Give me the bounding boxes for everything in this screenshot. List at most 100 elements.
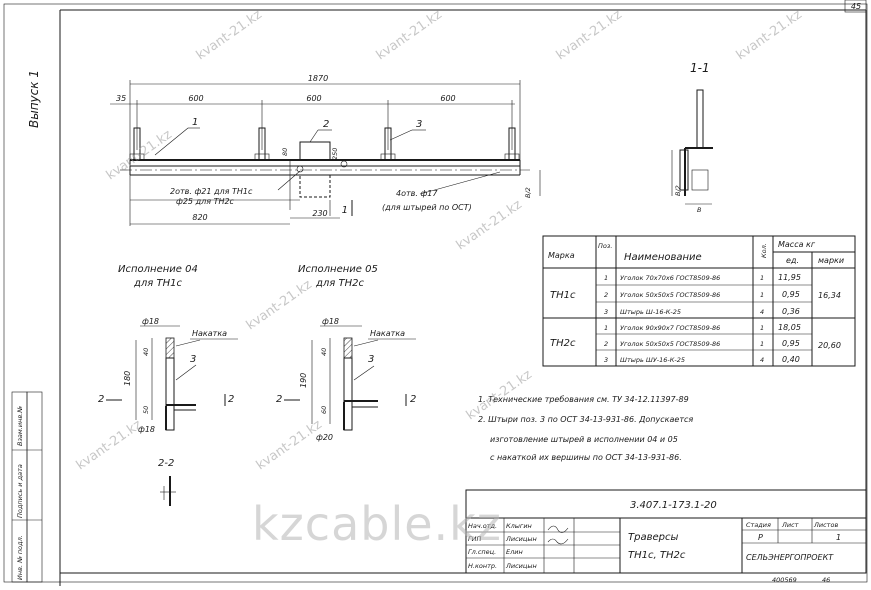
variant-05-knurl: Накатка [370, 329, 405, 338]
stamp-replace-label: Взам.инв.№ [16, 406, 24, 446]
variant-04-dia-bottom: ф18 [138, 425, 155, 434]
th-pos: Поз. [598, 242, 612, 250]
watermark-small: kvant-21.kz [554, 7, 625, 63]
cell-name: Уголок 50х50х5 ГОСТ8509-86 [620, 340, 720, 348]
note-1: 1. Технические требования см. ТУ 34-12.1… [478, 395, 689, 404]
cell-pos: 1 [604, 324, 608, 332]
watermark-big: kzcable.kz [252, 497, 502, 551]
sheets-value: 1 [836, 533, 841, 542]
role-control: Н.контр. [468, 562, 497, 570]
watermark-small: kvant-21.kz [374, 7, 445, 63]
variant-05-callout: 3 [368, 354, 374, 365]
variant-04: Исполнение 04 для ТН1с ф18 Накатка 40 18… [98, 264, 238, 434]
role-gip: ГИП [468, 535, 481, 543]
cell-qty: 4 [760, 308, 764, 316]
watermark-small: kvant-21.kz [254, 417, 325, 473]
note-4: с накаткой их вершины по ОСТ 34-13-931-8… [490, 453, 682, 462]
signature-2 [547, 538, 569, 545]
dim-80: 80 [281, 148, 289, 156]
title-line-2: ТН1с, ТН2с [628, 550, 686, 561]
cell-qty: 1 [760, 291, 764, 299]
side-stamp: Взам.инв.№ Подпись и дата Инв. № подл. [11, 391, 43, 583]
sheets-label: Листов [813, 521, 838, 529]
variant-04-dim-50: 50 [142, 406, 150, 414]
variant-04-title: Исполнение 04 [118, 264, 198, 275]
cell-unit: 18,05 [778, 323, 801, 332]
variant-04-section-right: 2 [228, 394, 234, 405]
cell-qty: 1 [760, 274, 764, 282]
group-total: 16,34 [818, 291, 841, 300]
page-number: 45 [851, 2, 861, 11]
variant-05-subtitle: для ТН2с [315, 278, 364, 289]
th-name: Наименование [624, 252, 702, 263]
outer-frame [3, 3, 868, 583]
cell-unit: 11,95 [778, 273, 801, 282]
callout-3: 3 [416, 119, 422, 130]
variant-04-dim-40: 40 [142, 348, 150, 356]
dim-left-offset: 35 [116, 94, 126, 103]
signature-1 [547, 525, 569, 533]
watermark-small: kvant-21.kz [194, 7, 265, 63]
bottom-page: 46 [822, 576, 830, 584]
cell-unit: 0,95 [782, 290, 800, 299]
role-chief: Гл.спец. [468, 548, 496, 556]
cell-name: Уголок 50х50х5 ГОСТ8509-86 [620, 291, 720, 299]
variant-05-dia-bottom: ф20 [316, 433, 333, 442]
section-2-2: 2-2 [158, 458, 176, 506]
section-mark-left: 1 [342, 205, 348, 216]
sheet-label: Лист [781, 521, 799, 529]
variant-05-section-right: 2 [410, 394, 416, 405]
note-3: изготовление штырей в исполнении 04 и 05 [490, 435, 678, 444]
cell-unit: 0,40 [782, 355, 800, 364]
variant-05: Исполнение 05 для ТН2с ф18 Накатка 40 19… [276, 264, 416, 442]
stage-value: Р [758, 533, 763, 542]
dim-spacing-2: 600 [306, 94, 321, 103]
cell-pos: 1 [604, 274, 608, 282]
watermark-small: kvant-21.kz [734, 7, 805, 63]
dim-spacing-1: 600 [188, 94, 203, 103]
variant-05-dim-190: 190 [299, 373, 308, 388]
variant-05-dia-top: ф18 [322, 317, 339, 326]
doc-code: 3.407.1-173.1-20 [630, 500, 717, 511]
group-mark: ТН2с [550, 338, 576, 349]
section-1-1: 1-1 В/2 В [671, 61, 713, 214]
stage-label: Стадия [746, 521, 771, 529]
title-line-1: Траверсы [628, 532, 678, 543]
watermark-small: kvant-21.kz [244, 277, 315, 333]
pins [129, 127, 520, 161]
dim-820: 820 [192, 213, 207, 222]
watermark-small: kvant-21.kz [74, 417, 145, 473]
dim-230: 230 [312, 209, 327, 218]
cell-pos: 2 [604, 291, 608, 299]
variant-05-title: Исполнение 05 [298, 264, 378, 275]
organization: СЕЛЬЭНЕРГОПРОЕКТ [746, 553, 834, 562]
cell-unit: 0,95 [782, 339, 800, 348]
bottom-code: 400569 [772, 576, 797, 584]
name-head: Клыгин [506, 522, 532, 530]
variant-04-knurl: Накатка [192, 329, 227, 338]
variant-04-dim-180: 180 [123, 371, 132, 386]
dim-250: 250 [331, 148, 339, 160]
th-qty: Кол. [760, 243, 768, 258]
hole-note-2: ф25 для ТН2с [176, 197, 235, 206]
callout-1: 1 [192, 117, 198, 128]
variant-04-callout: 3 [190, 354, 196, 365]
variant-05-dim-40: 40 [320, 348, 328, 356]
cell-pos: 3 [604, 356, 608, 364]
cell-qty: 1 [760, 324, 764, 332]
group-total: 20,60 [818, 341, 841, 350]
th-mark: Марка [548, 251, 575, 260]
cell-name: Уголок 90х90х7 ГОСТ8509-86 [620, 324, 720, 332]
hole-note-1: 2отв. ф21 для ТН1с [170, 187, 253, 196]
th-unit: ед. [786, 256, 799, 265]
cell-pos: 2 [604, 340, 608, 348]
variant-04-section-left: 2 [98, 394, 104, 405]
dim-b2: В/2 [524, 187, 532, 198]
dim-overall: 1870 [308, 74, 328, 83]
cell-name: Уголок 70х70х6 ГОСТ8509-86 [620, 274, 720, 282]
main-view: 1870 35 600 600 600 [110, 74, 541, 226]
variant-04-subtitle: для ТН1с [133, 278, 182, 289]
name-chief: Елин [506, 548, 523, 556]
cell-qty: 4 [760, 356, 764, 364]
hole-note-3: 4отв. ф17 [396, 189, 438, 198]
